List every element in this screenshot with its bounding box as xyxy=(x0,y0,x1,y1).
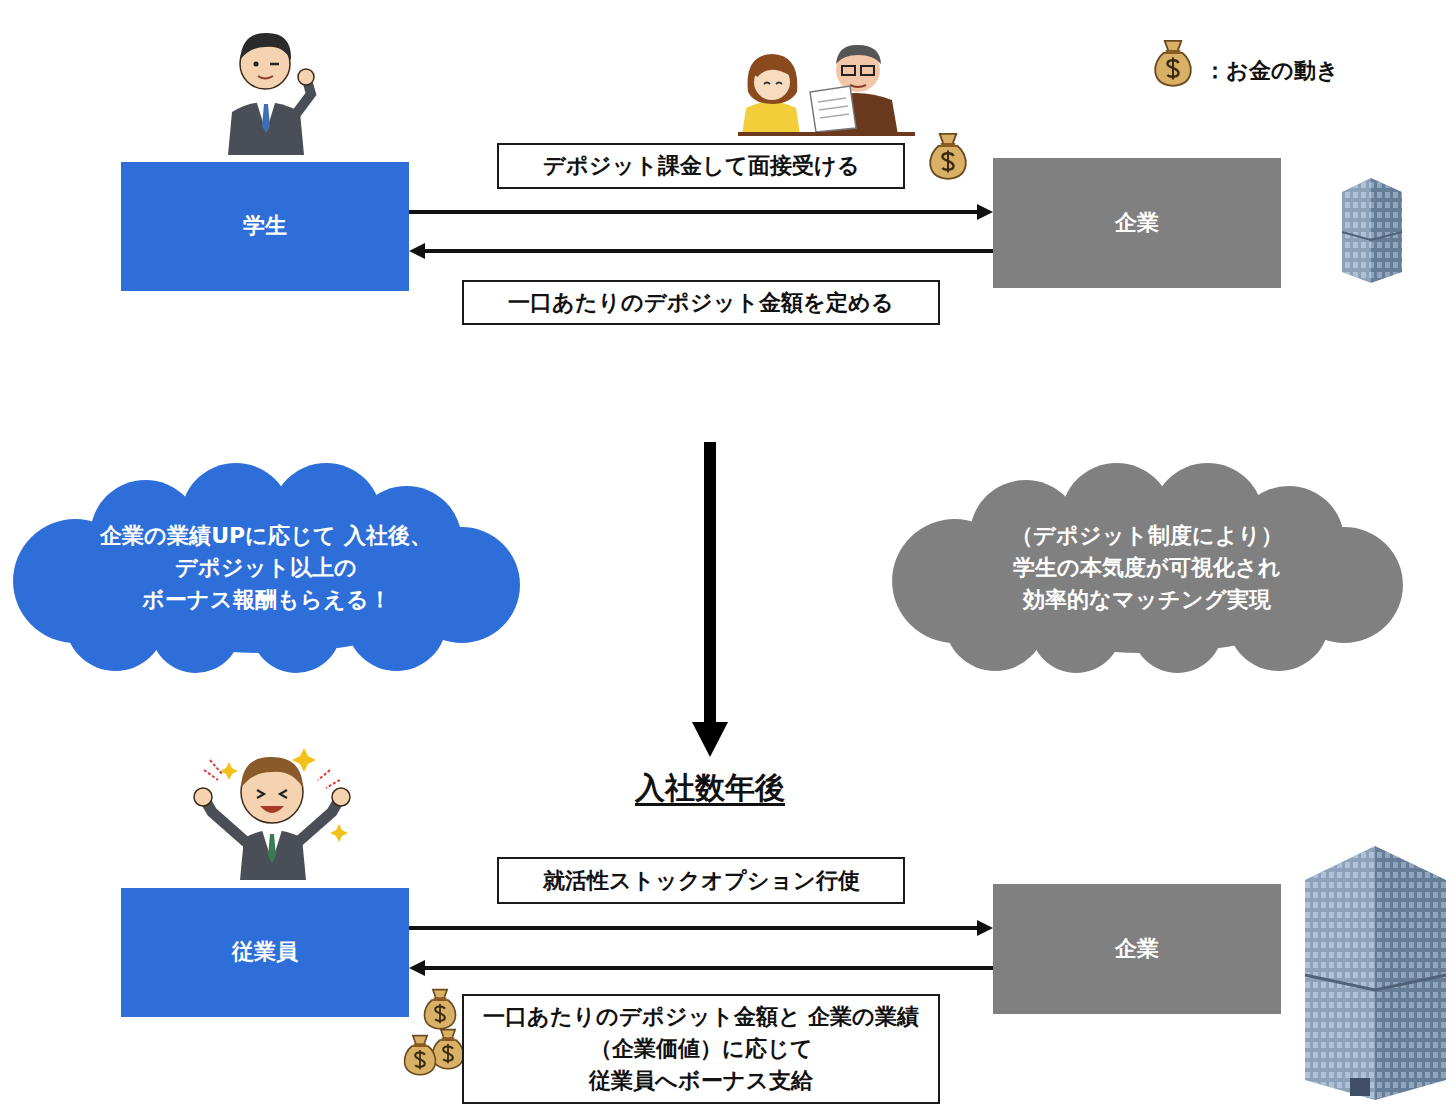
connector-line xyxy=(409,926,977,930)
connector-arrow xyxy=(409,960,993,976)
edge-label-box: 就活性ストックオプション行使 xyxy=(497,857,905,904)
interviewer-figures xyxy=(738,45,915,135)
connector-line xyxy=(425,249,993,253)
edge-label: 一口あたりのデポジット金額と 企業の業績（企業価値）に応じて 従業員へボーナス支… xyxy=(482,1001,920,1097)
legend-text: ：お金の動き xyxy=(1204,56,1339,86)
money-bag-icon xyxy=(432,1030,463,1069)
edge-label: 就活性ストックオプション行使 xyxy=(543,865,860,897)
edge-label: デポジット課金して面接受ける xyxy=(543,150,860,182)
employee-box: 従業員 xyxy=(121,888,409,1017)
money-bag-icon xyxy=(930,134,966,179)
company-box: 企業 xyxy=(993,158,1281,288)
edge-label-box: 一口あたりのデポジット金額と 企業の業績（企業価値）に応じて 従業員へボーナス支… xyxy=(462,994,940,1104)
node-text: 企業 xyxy=(1115,208,1159,239)
money-bag-icon xyxy=(404,1036,435,1075)
arrow-head xyxy=(977,204,993,220)
node-text: 学生 xyxy=(243,211,287,242)
employee-figure xyxy=(194,748,350,880)
student-box: 学生 xyxy=(121,162,409,291)
node-text: 企業 xyxy=(1115,934,1159,965)
node-text: （デポジット制度により） 学生の本気度が可視化され 効率的なマッチング実現 xyxy=(977,520,1317,616)
node-text: 従業員 xyxy=(232,937,298,968)
benefit-cloud: 企業の業績UPに応じて 入社後、デポジット以上の ボーナス報酬もらえる！ xyxy=(5,463,527,673)
money-bag-icon xyxy=(1155,41,1191,86)
connector-arrow xyxy=(409,920,993,936)
edge-label-box: 一口あたりのデポジット金額を定める xyxy=(462,280,940,325)
edge-label: 一口あたりのデポジット金額を定める xyxy=(508,287,894,319)
arrow-head xyxy=(409,243,425,259)
building-icon xyxy=(1342,178,1402,283)
node-text: 企業の業績UPに応じて 入社後、デポジット以上の ボーナス報酬もらえる！ xyxy=(96,520,436,616)
connector-arrow xyxy=(409,243,993,259)
arrow-head xyxy=(409,960,425,976)
student-figure xyxy=(228,33,314,155)
money-bag-icon xyxy=(424,990,455,1029)
effect-cloud: （デポジット制度により） 学生の本気度が可視化され 効率的なマッチング実現 xyxy=(884,463,1410,673)
connector-line xyxy=(409,210,977,214)
arrow-head xyxy=(977,920,993,936)
building-icon xyxy=(1305,846,1446,1100)
time-label: 入社数年後 xyxy=(635,768,785,809)
connector-line xyxy=(425,966,993,970)
company-box: 企業 xyxy=(993,884,1281,1014)
edge-label-box: デポジット課金して面接受ける xyxy=(497,143,905,189)
connector-arrow xyxy=(409,204,993,220)
time-arrow xyxy=(692,442,728,757)
